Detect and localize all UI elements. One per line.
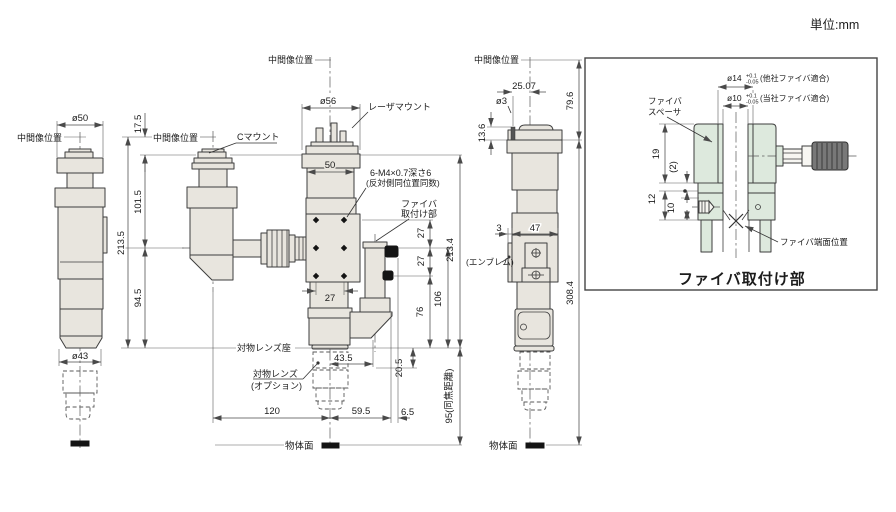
dim-dia43: ø43 (72, 351, 88, 362)
label-c-mount: Cマウント (237, 132, 280, 142)
detail-depth-dims: 19 (2) 12 10 (647, 123, 718, 221)
fiber-mount-section (693, 123, 777, 253)
label-fiber-spacer1: ファイバ (648, 96, 682, 106)
dim-308-4: 308.4 (565, 281, 576, 305)
dim-dia14-tol-lower: -0.05 (746, 80, 759, 86)
dim-dia10-tol-upper: +0.1 (746, 94, 757, 100)
dim-17-5: 17.5 (133, 115, 144, 134)
label-screw-note1: 6-M4×0.7深さ6 (370, 168, 431, 178)
dim-2: (2) (668, 161, 679, 173)
detail-inset-border (584, 57, 878, 291)
dim-213-5: 213.5 (116, 231, 127, 255)
setscrew (692, 199, 720, 215)
dim-76: 76 (415, 307, 426, 318)
label-intermediate-image-right: 中間像位置 (474, 54, 519, 65)
dim-94-5: 94.5 (133, 289, 144, 308)
detail-inset: ø14 +0.1 -0.05 (他社ファイバ適合) ø10 +0.1 -0.05… (584, 57, 878, 291)
dim-25-07: 25.07 (512, 81, 536, 92)
dim-dia56: ø56 (320, 96, 336, 107)
dim-13-6: 13.6 (477, 124, 488, 143)
dim-95-parfocal: 95(同焦距離) (443, 369, 455, 424)
label-intermediate-image-elbow: 中間像位置 (153, 132, 198, 143)
dim-6-5: 6.5 (401, 407, 414, 418)
object-plane-mark (70, 440, 90, 447)
clamp-knob-lower (382, 270, 394, 281)
dim-106: 106 (433, 291, 444, 307)
dim-12: 12 (647, 194, 658, 205)
clamp-knob-upper (384, 245, 399, 258)
dim-20-5: 20.5 (394, 359, 405, 378)
object-plane-mark-front (321, 442, 340, 449)
right-dimensions: 25.07 ø3 13.6 3 47 (エンブレム) 79.6 308.4 (466, 60, 582, 445)
left-dimension-chains: 17.5 101.5 94.5 213.5 (115, 113, 462, 348)
label-fiber-spacer2: スペーサ (648, 107, 681, 117)
dim-10: 10 (666, 203, 677, 214)
dim-59-5: 59.5 (352, 406, 371, 417)
dim-19: 19 (651, 149, 662, 160)
label-laser-mount: レーザマウント (368, 102, 431, 112)
label-screw-note2: (反対側同位置同数) (366, 178, 440, 188)
dim-79-6: 79.6 (565, 92, 576, 111)
label-fiber-mount2: 取付け部 (401, 208, 437, 219)
dim-43-5: 43.5 (334, 353, 353, 364)
dim-27-horizontal: 27 (325, 293, 336, 304)
right-side-view: 中間像位置 物体面 (474, 54, 582, 452)
dim-213-4: 213.4 (445, 238, 456, 262)
front-view-body: 中間像位置 ø56 50 (121, 54, 462, 452)
dim-120: 120 (264, 406, 280, 417)
fiber-clamp-thumbscrew (748, 141, 858, 171)
dim-dia14-tol-upper: +0.1 (746, 74, 757, 80)
unit-note: 単位:mm (810, 17, 859, 32)
fiber-end-face-mark (728, 213, 744, 229)
label-emblem: (エンブレム) (466, 257, 514, 267)
label-intermediate-image-left: 中間像位置 (17, 132, 62, 143)
dim-dia10-tol-lower: -0.05 (746, 100, 759, 106)
dim-dia3: ø3 (496, 96, 507, 107)
front-dimensions: 27 27 76 106 213.4 95(同焦距離) 43.5 20.5 12… (212, 155, 463, 445)
detail-bore-dims: ø14 +0.1 -0.05 (他社ファイバ適合) ø10 +0.1 -0.05… (717, 72, 831, 124)
dim-dia14: ø14 (727, 73, 742, 83)
front-view-fiber-port (349, 234, 399, 352)
dim-3: 3 (496, 223, 501, 234)
label-object-plane-front: 物体面 (285, 440, 314, 452)
detail-title: ファイバ取付け部 (678, 270, 806, 288)
dim-47: 47 (530, 223, 541, 234)
laser-aperture-pin (510, 126, 516, 141)
label-fiber-mount1: ファイバ (401, 199, 437, 209)
dim-dia10: ø10 (727, 93, 742, 103)
knurled-knob (811, 141, 849, 171)
label-objective-seat: 対物レンズ座 (237, 342, 291, 353)
left-side-view: ø50 ø43 中間像位置 (17, 112, 108, 448)
dim-50: 50 (325, 160, 336, 171)
dim-27-v1: 27 (416, 228, 427, 239)
label-object-plane-right: 物体面 (489, 440, 518, 452)
object-plane-mark-right (525, 442, 545, 449)
note-dia14: (他社ファイバ適合) (760, 73, 830, 83)
dim-27-v2: 27 (416, 256, 427, 267)
dim-101-5: 101.5 (133, 190, 144, 214)
dim-dia50: ø50 (72, 113, 88, 124)
label-fiber-end-face: ファイバ端面位置 (780, 237, 848, 247)
bolt-holes (312, 216, 348, 280)
label-objective-lens: 対物レンズ (253, 368, 298, 379)
label-objective-lens-option: (オプション) (251, 381, 302, 391)
front-view-elbow: 中間像位置 Cマウント (153, 131, 345, 292)
label-intermediate-image-front: 中間像位置 (268, 54, 313, 65)
note-dia10: (当社ファイバ適合) (760, 93, 830, 103)
